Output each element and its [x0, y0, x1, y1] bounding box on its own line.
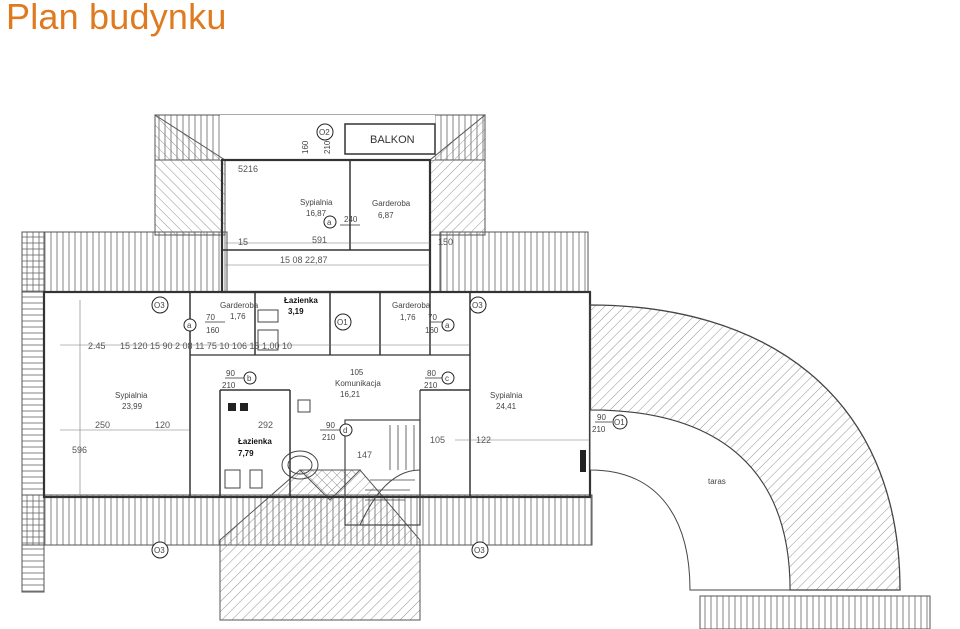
door-90-left: 90 [226, 369, 235, 378]
lazienka-top-area: 3,19 [288, 307, 304, 316]
marker-o1: O1 [337, 318, 348, 327]
sypialnia-right-label: Sypialnia [490, 391, 523, 400]
marker-o3-bl: O3 [154, 546, 165, 555]
dim-150: 150 [438, 237, 453, 247]
sypialnia-top-label: Sypialnia [300, 198, 333, 207]
marker-c: c [445, 374, 449, 383]
lazienka-top-label: Łazienka [284, 296, 318, 305]
marker-o3-right: O3 [472, 301, 483, 310]
sypialnia-left-area: 23,99 [122, 402, 143, 411]
garderoba-left-label: Garderoba [220, 301, 259, 310]
dim-row-top: 15 08 22,87 [280, 255, 328, 265]
marker-o1-terrace: O1 [614, 418, 625, 427]
door-80-right: 80 [427, 369, 436, 378]
page-title: Plan budynku [6, 0, 227, 37]
door-160-right: 160 [425, 326, 439, 335]
dim-120: 120 [155, 420, 170, 430]
dim-5216: 5216 [238, 164, 258, 174]
marker-o2: O2 [319, 128, 330, 137]
marker-a-right: a [445, 321, 450, 330]
garderoba-top-label: Garderoba [372, 199, 411, 208]
sypialnia-left-label: Sypialnia [115, 391, 148, 400]
dimension-labels: 2.45 15 120 15 90 2 08 11 75 10 106 15 1… [72, 164, 491, 460]
komunikacja-label: Komunikacja [335, 379, 381, 388]
dim-row-mid: 15 120 15 90 2 08 11 75 10 106 15 1,00 1… [120, 341, 292, 351]
roof-hatching [21, 113, 593, 621]
room-labels: BALKON Sypialnia 16,87 Garderoba 6,87 Ga… [115, 134, 726, 486]
dim-105: 105 [430, 435, 445, 445]
garderoba-right-area: 1,76 [400, 313, 416, 322]
door-160: 160 [301, 140, 310, 154]
door-90-terrace: 90 [597, 413, 606, 422]
marker-b: b [247, 374, 252, 383]
garderoba-right-label: Garderoba [392, 301, 431, 310]
balkon-label: BALKON [370, 134, 415, 146]
komunikacja-area: 16,21 [340, 390, 361, 399]
door-160-left: 160 [206, 326, 220, 335]
chimney-elements [228, 403, 586, 472]
window-marker-labels: O2 O3 O3 O3 O3 O1 O1 a a a b c d [154, 128, 625, 555]
lazienka-bottom-label: Łazienka [238, 437, 272, 446]
dim-596: 596 [72, 445, 87, 455]
dim-250: 250 [95, 420, 110, 430]
marker-a-top: a [327, 218, 332, 227]
taras-label: taras [708, 477, 726, 486]
door-tag-labels: 160 210 240 70 160 70 160 90 210 80 210 … [206, 140, 606, 442]
door-70-left: 70 [206, 313, 215, 322]
door-210-left: 210 [222, 381, 236, 390]
window-markers [151, 123, 628, 559]
marker-d: d [343, 426, 347, 435]
komunikacja-num: 105 [350, 368, 364, 377]
marker-a-left: a [187, 321, 192, 330]
lazienka-bottom-area: 7,79 [238, 449, 254, 458]
door-210: 210 [323, 140, 332, 154]
stairs [344, 419, 421, 526]
dim-245: 2.45 [88, 341, 106, 351]
terrace [589, 304, 931, 629]
garderoba-left-area: 1,76 [230, 312, 246, 321]
door-70-right: 70 [428, 313, 437, 322]
bathroom-fixtures [224, 309, 319, 489]
sypialnia-top-area: 16,87 [306, 209, 327, 218]
dim-591: 591 [312, 235, 327, 245]
marker-o3-br: O3 [474, 546, 485, 555]
door-210-terrace: 210 [592, 425, 606, 434]
dim-122: 122 [476, 435, 491, 445]
door-90-bath: 90 [326, 421, 335, 430]
door-210-right: 210 [424, 381, 438, 390]
dim-292: 292 [258, 420, 273, 430]
marker-o3-left: O3 [154, 301, 165, 310]
door-240: 240 [344, 215, 358, 224]
door-210-bath: 210 [322, 433, 336, 442]
balcony [344, 123, 436, 155]
dim-15: 15 [238, 237, 248, 247]
sypialnia-right-area: 24,41 [496, 402, 517, 411]
garderoba-top-area: 6,87 [378, 211, 394, 220]
dim-147: 147 [357, 450, 372, 460]
